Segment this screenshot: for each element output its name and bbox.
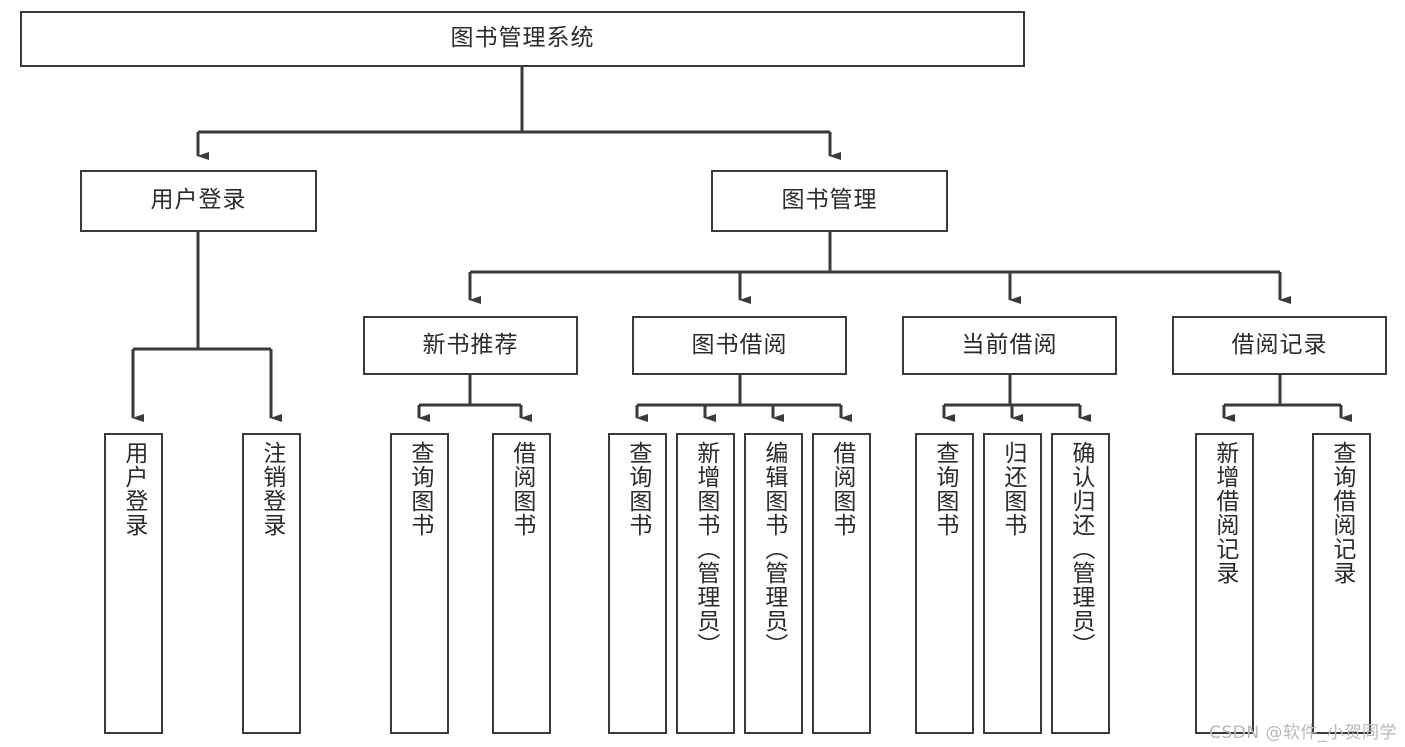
edge-newbook-to-leaves	[417, 375, 532, 422]
leaf-query-book-current[interactable]: 查询图书	[915, 433, 974, 734]
node-current-borrowing[interactable]: 当前借阅	[902, 316, 1117, 375]
node-label: 归还图书	[999, 441, 1026, 537]
edge-current-to-leaves	[942, 375, 1091, 422]
node-label: 图书借阅	[691, 331, 788, 358]
leaf-return-book[interactable]: 归还图书	[983, 433, 1042, 734]
node-label: 查询图书	[624, 441, 651, 537]
node-book-borrowing[interactable]: 图书借阅	[632, 316, 847, 375]
node-label: 借阅图书	[828, 441, 855, 537]
node-label: 查询图书	[931, 441, 958, 537]
edge-bookmgmt-to-level3	[468, 232, 1291, 304]
node-label: 图书管理	[781, 187, 878, 214]
csdn-watermark: CSDN @软件_小贺同学	[1209, 723, 1397, 743]
node-label: 注销登录	[258, 441, 285, 537]
leaf-confirm-return-admin[interactable]: 确认归还（管理员）	[1051, 433, 1110, 734]
node-new-book-recommendation[interactable]: 新书推荐	[363, 316, 578, 375]
leaf-query-borrowing-record[interactable]: 查询借阅记录	[1312, 433, 1371, 734]
edge-root-to-level2	[196, 67, 841, 160]
leaf-logout[interactable]: 注销登录	[242, 433, 301, 734]
node-label: 图书管理系统	[450, 25, 595, 52]
leaf-add-book-admin[interactable]: 新增图书（管理员）	[676, 433, 735, 734]
node-label: 用户登录	[120, 441, 147, 537]
node-label: 查询图书	[406, 441, 433, 537]
leaf-borrow-book[interactable]: 借阅图书	[812, 433, 871, 734]
node-label: 借阅图书	[508, 441, 535, 537]
leaf-add-borrowing-record[interactable]: 新增借阅记录	[1195, 433, 1254, 734]
node-user-login[interactable]: 用户登录	[80, 170, 317, 232]
edge-borrow-to-leaves	[635, 375, 852, 422]
node-label: 确认归还（管理员）	[1067, 441, 1094, 657]
node-label: 新书推荐	[422, 331, 519, 358]
node-label: 新增图书（管理员）	[692, 441, 719, 657]
node-label: 当前借阅	[961, 331, 1058, 358]
node-root-book-management-system[interactable]: 图书管理系统	[20, 11, 1025, 67]
leaf-query-book-newbook[interactable]: 查询图书	[390, 433, 449, 734]
leaf-edit-book-admin[interactable]: 编辑图书（管理员）	[744, 433, 803, 734]
node-label: 新增借阅记录	[1211, 441, 1238, 585]
edge-record-to-leaves	[1222, 375, 1352, 422]
node-borrowing-record[interactable]: 借阅记录	[1172, 316, 1387, 375]
leaf-user-login[interactable]: 用户登录	[104, 433, 163, 734]
node-label: 编辑图书（管理员）	[760, 441, 787, 657]
leaf-query-book-borrow[interactable]: 查询图书	[608, 433, 667, 734]
leaf-borrow-book-newbook[interactable]: 借阅图书	[492, 433, 551, 734]
node-label: 用户登录	[150, 187, 247, 214]
node-label: 借阅记录	[1231, 331, 1328, 358]
edge-login-to-leaves	[131, 232, 282, 422]
node-label: 查询借阅记录	[1328, 441, 1355, 585]
node-book-management[interactable]: 图书管理	[711, 170, 948, 232]
